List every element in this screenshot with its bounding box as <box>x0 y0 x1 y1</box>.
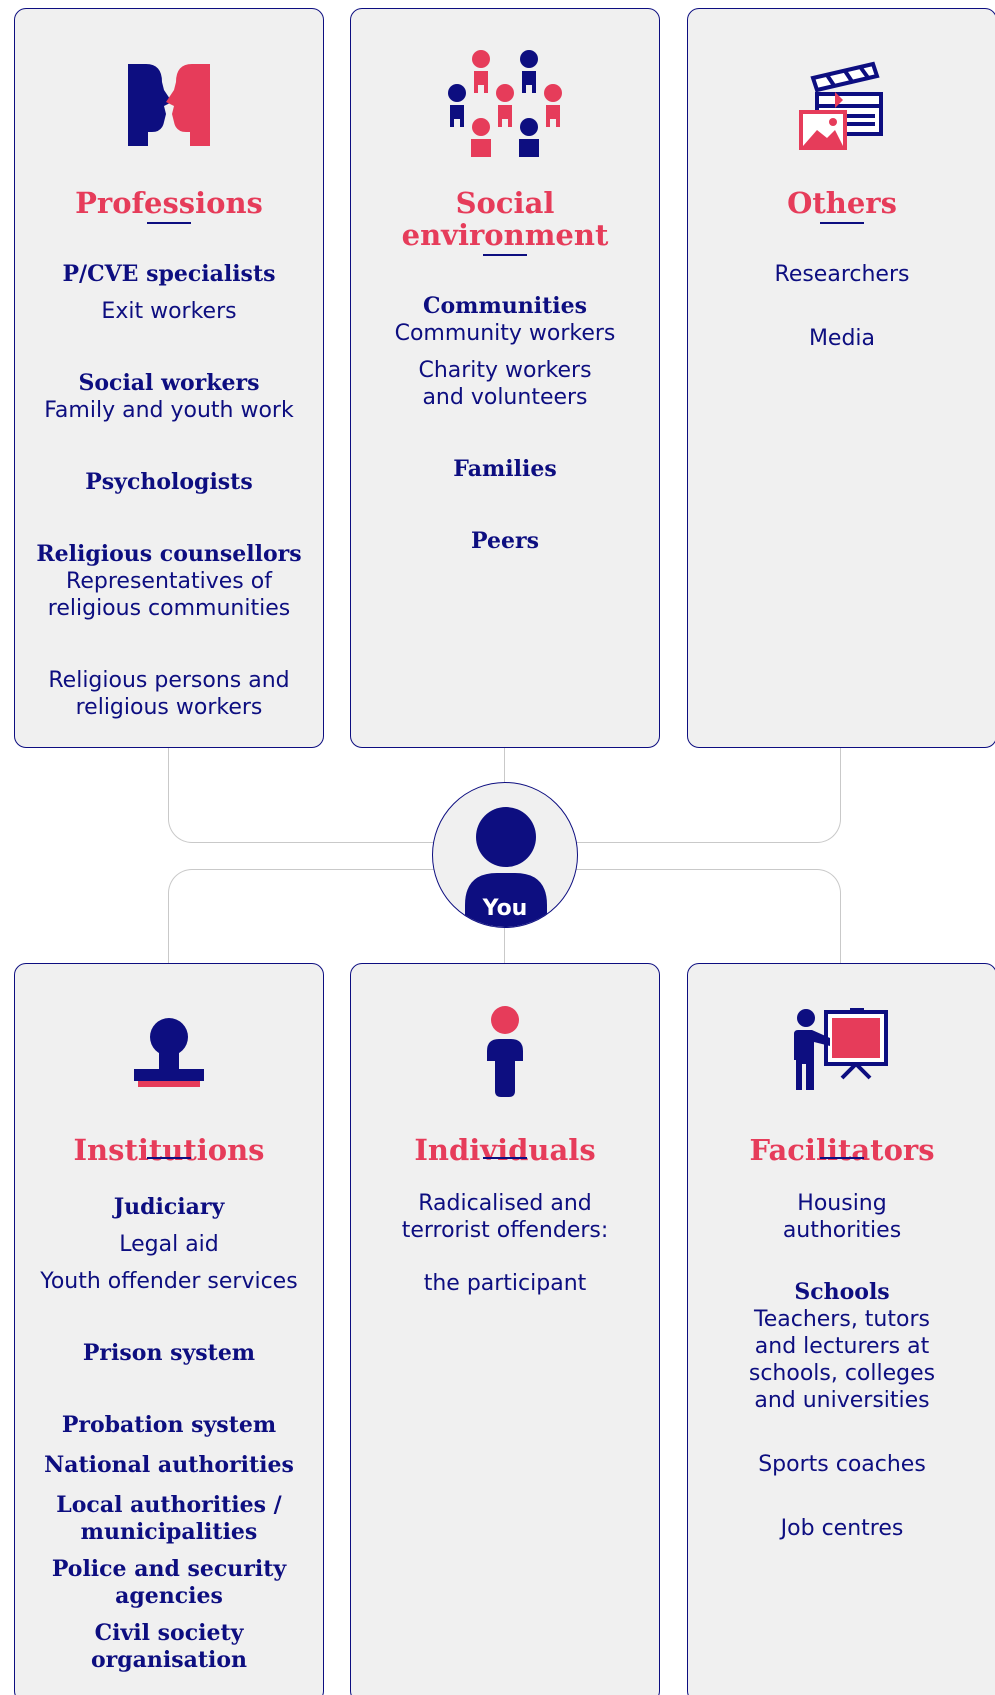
institutions-list: Judiciary Legal aid Youth offender servi… <box>23 1194 315 1674</box>
facilitators-item: Housing authorities <box>782 1191 902 1243</box>
social-title-line1: Social <box>455 186 555 220</box>
institutions-heading: Probation system <box>61 1412 277 1438</box>
card-others: Others Researchers Media <box>687 8 995 748</box>
institutions-heading: Police and security agencies <box>51 1556 287 1609</box>
connector-bottom-center <box>504 925 505 965</box>
connector-top-center <box>504 747 505 787</box>
facilitators-title: Facilitators <box>749 1133 935 1167</box>
card-professions: Professions P/CVE specialists Exit worke… <box>14 8 324 748</box>
title-underline <box>820 222 864 224</box>
social-list: Communities Community workers Charity wo… <box>359 293 651 555</box>
media-icon <box>799 61 883 150</box>
professions-subitem: Exit workers <box>101 299 237 324</box>
others-item: Media <box>808 326 876 351</box>
professions-heading: Social workers <box>78 370 260 396</box>
institutions-heading: Judiciary <box>113 1194 225 1220</box>
stamp-icon <box>134 1018 204 1087</box>
institutions-subitem: Legal aid <box>119 1232 219 1257</box>
title-underline <box>147 1157 191 1159</box>
professions-heading: Religious counsellors <box>36 541 302 567</box>
individuals-title: Individuals <box>414 1133 596 1167</box>
social-subitem: Charity workers and volunteers <box>418 358 592 410</box>
others-item: Researchers <box>774 262 910 287</box>
card-social-environment: Social environment Communities Community… <box>350 8 660 748</box>
individuals-text: the participant <box>423 1271 587 1296</box>
facilitators-item: Job centres <box>780 1516 904 1541</box>
facilitators-heading: Schools <box>794 1279 890 1305</box>
professions-subitem: Religious persons and religious workers <box>48 668 290 720</box>
social-heading: Peers <box>471 528 539 554</box>
professions-heading: Psychologists <box>85 469 253 495</box>
institutions-heading: National authorities <box>44 1452 294 1478</box>
professions-subitem: Family and youth work <box>44 398 294 423</box>
card-individuals: Individuals Radicalised and terrorist of… <box>350 963 660 1695</box>
institutions-title: Institutions <box>73 1133 265 1167</box>
individual-icon <box>487 1006 523 1097</box>
professions-list: P/CVE specialists Exit workers Social wo… <box>23 261 315 721</box>
you-label: You <box>482 896 528 921</box>
presenter-icon <box>794 1008 888 1090</box>
institutions-heading: Local authorities / municipalities <box>56 1492 282 1545</box>
institutions-heading: Civil society organisation <box>90 1620 248 1673</box>
individuals-list: Radicalised and terrorist offenders: the… <box>359 1190 651 1297</box>
title-underline <box>147 222 191 224</box>
you-node: You <box>432 782 578 928</box>
facilitators-subitem: Teachers, tutors and lecturers at school… <box>748 1307 936 1413</box>
others-list: Researchers Media <box>696 261 988 352</box>
social-heading: Families <box>453 456 557 482</box>
group-icon <box>448 50 562 157</box>
professions-title: Professions <box>75 186 263 220</box>
card-facilitators: Facilitators Housing authorities Schools… <box>687 963 995 1695</box>
person-icon <box>465 807 547 927</box>
professions-heading: P/CVE specialists <box>62 261 276 287</box>
individuals-text: Radicalised and terrorist offenders: <box>401 1191 609 1243</box>
faces-icon <box>128 64 210 146</box>
title-underline <box>483 254 527 256</box>
social-heading: Communities <box>423 293 587 319</box>
card-institutions: Institutions Judiciary Legal aid Youth o… <box>14 963 324 1695</box>
facilitators-item: Sports coaches <box>758 1452 926 1477</box>
social-subitem: Community workers <box>394 321 616 346</box>
professions-subitem: Representatives of religious communities <box>47 569 291 621</box>
institutions-heading: Prison system <box>82 1340 256 1366</box>
title-underline <box>820 1157 864 1159</box>
facilitators-list: Housing authorities Schools Teachers, tu… <box>696 1190 988 1542</box>
social-title-line2: environment <box>401 218 609 252</box>
title-underline <box>483 1157 527 1159</box>
others-title: Others <box>787 186 897 220</box>
institutions-subitem: Youth offender services <box>40 1269 298 1294</box>
